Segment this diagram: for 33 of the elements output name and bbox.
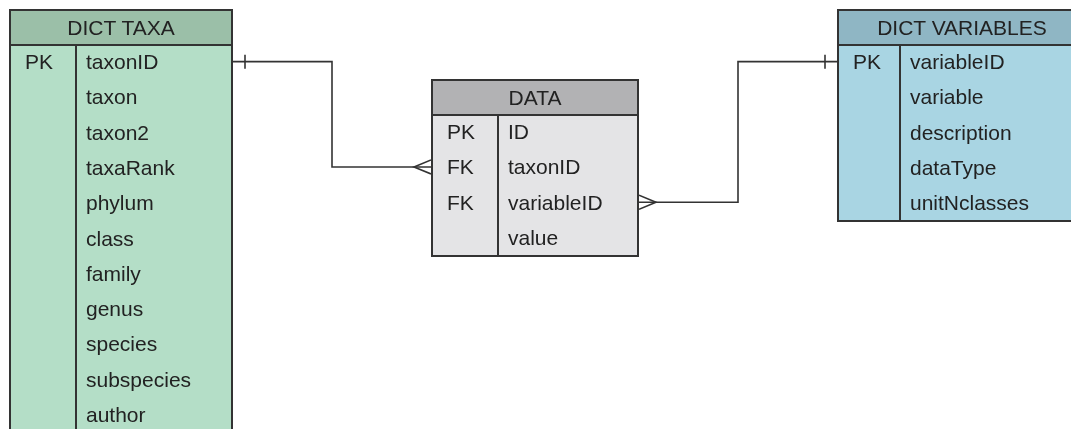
relationship-line [638, 53, 838, 211]
field-name: species [86, 331, 158, 358]
field-name: variableID [910, 49, 1005, 75]
key-label: PK [447, 119, 475, 145]
field-name: taxaRank [86, 154, 175, 181]
field-name: taxonID [508, 154, 581, 181]
relationship-line [232, 53, 432, 175]
field-name: value [508, 224, 559, 251]
field-name: class [86, 225, 134, 252]
table-title: DICT TAXA [67, 15, 175, 40]
key-label: PK [25, 49, 53, 75]
field-name: ID [508, 119, 529, 145]
field-name: subspecies [86, 366, 192, 393]
field-name: description [910, 119, 1012, 146]
field-name: taxon [86, 84, 138, 111]
field-name: taxon2 [86, 119, 150, 146]
field-name: phylum [86, 190, 154, 217]
field-name: genus [86, 296, 144, 323]
field-name: variableID [508, 189, 603, 216]
field-name: family [86, 260, 141, 287]
table-title: DICT VARIABLES [877, 15, 1047, 40]
field-name: author [86, 402, 146, 428]
entity-table [837, 9, 1071, 222]
entity-table [9, 9, 233, 429]
field-name: taxonID [86, 49, 159, 75]
key-label: FK [447, 154, 474, 181]
key-label: PK [853, 49, 881, 75]
entity-table [431, 79, 639, 257]
key-label: FK [447, 189, 474, 216]
field-name: variable [910, 84, 984, 111]
field-name: dataType [910, 154, 997, 181]
table-title: DATA [508, 85, 562, 110]
field-name: unitNclasses [910, 190, 1030, 217]
